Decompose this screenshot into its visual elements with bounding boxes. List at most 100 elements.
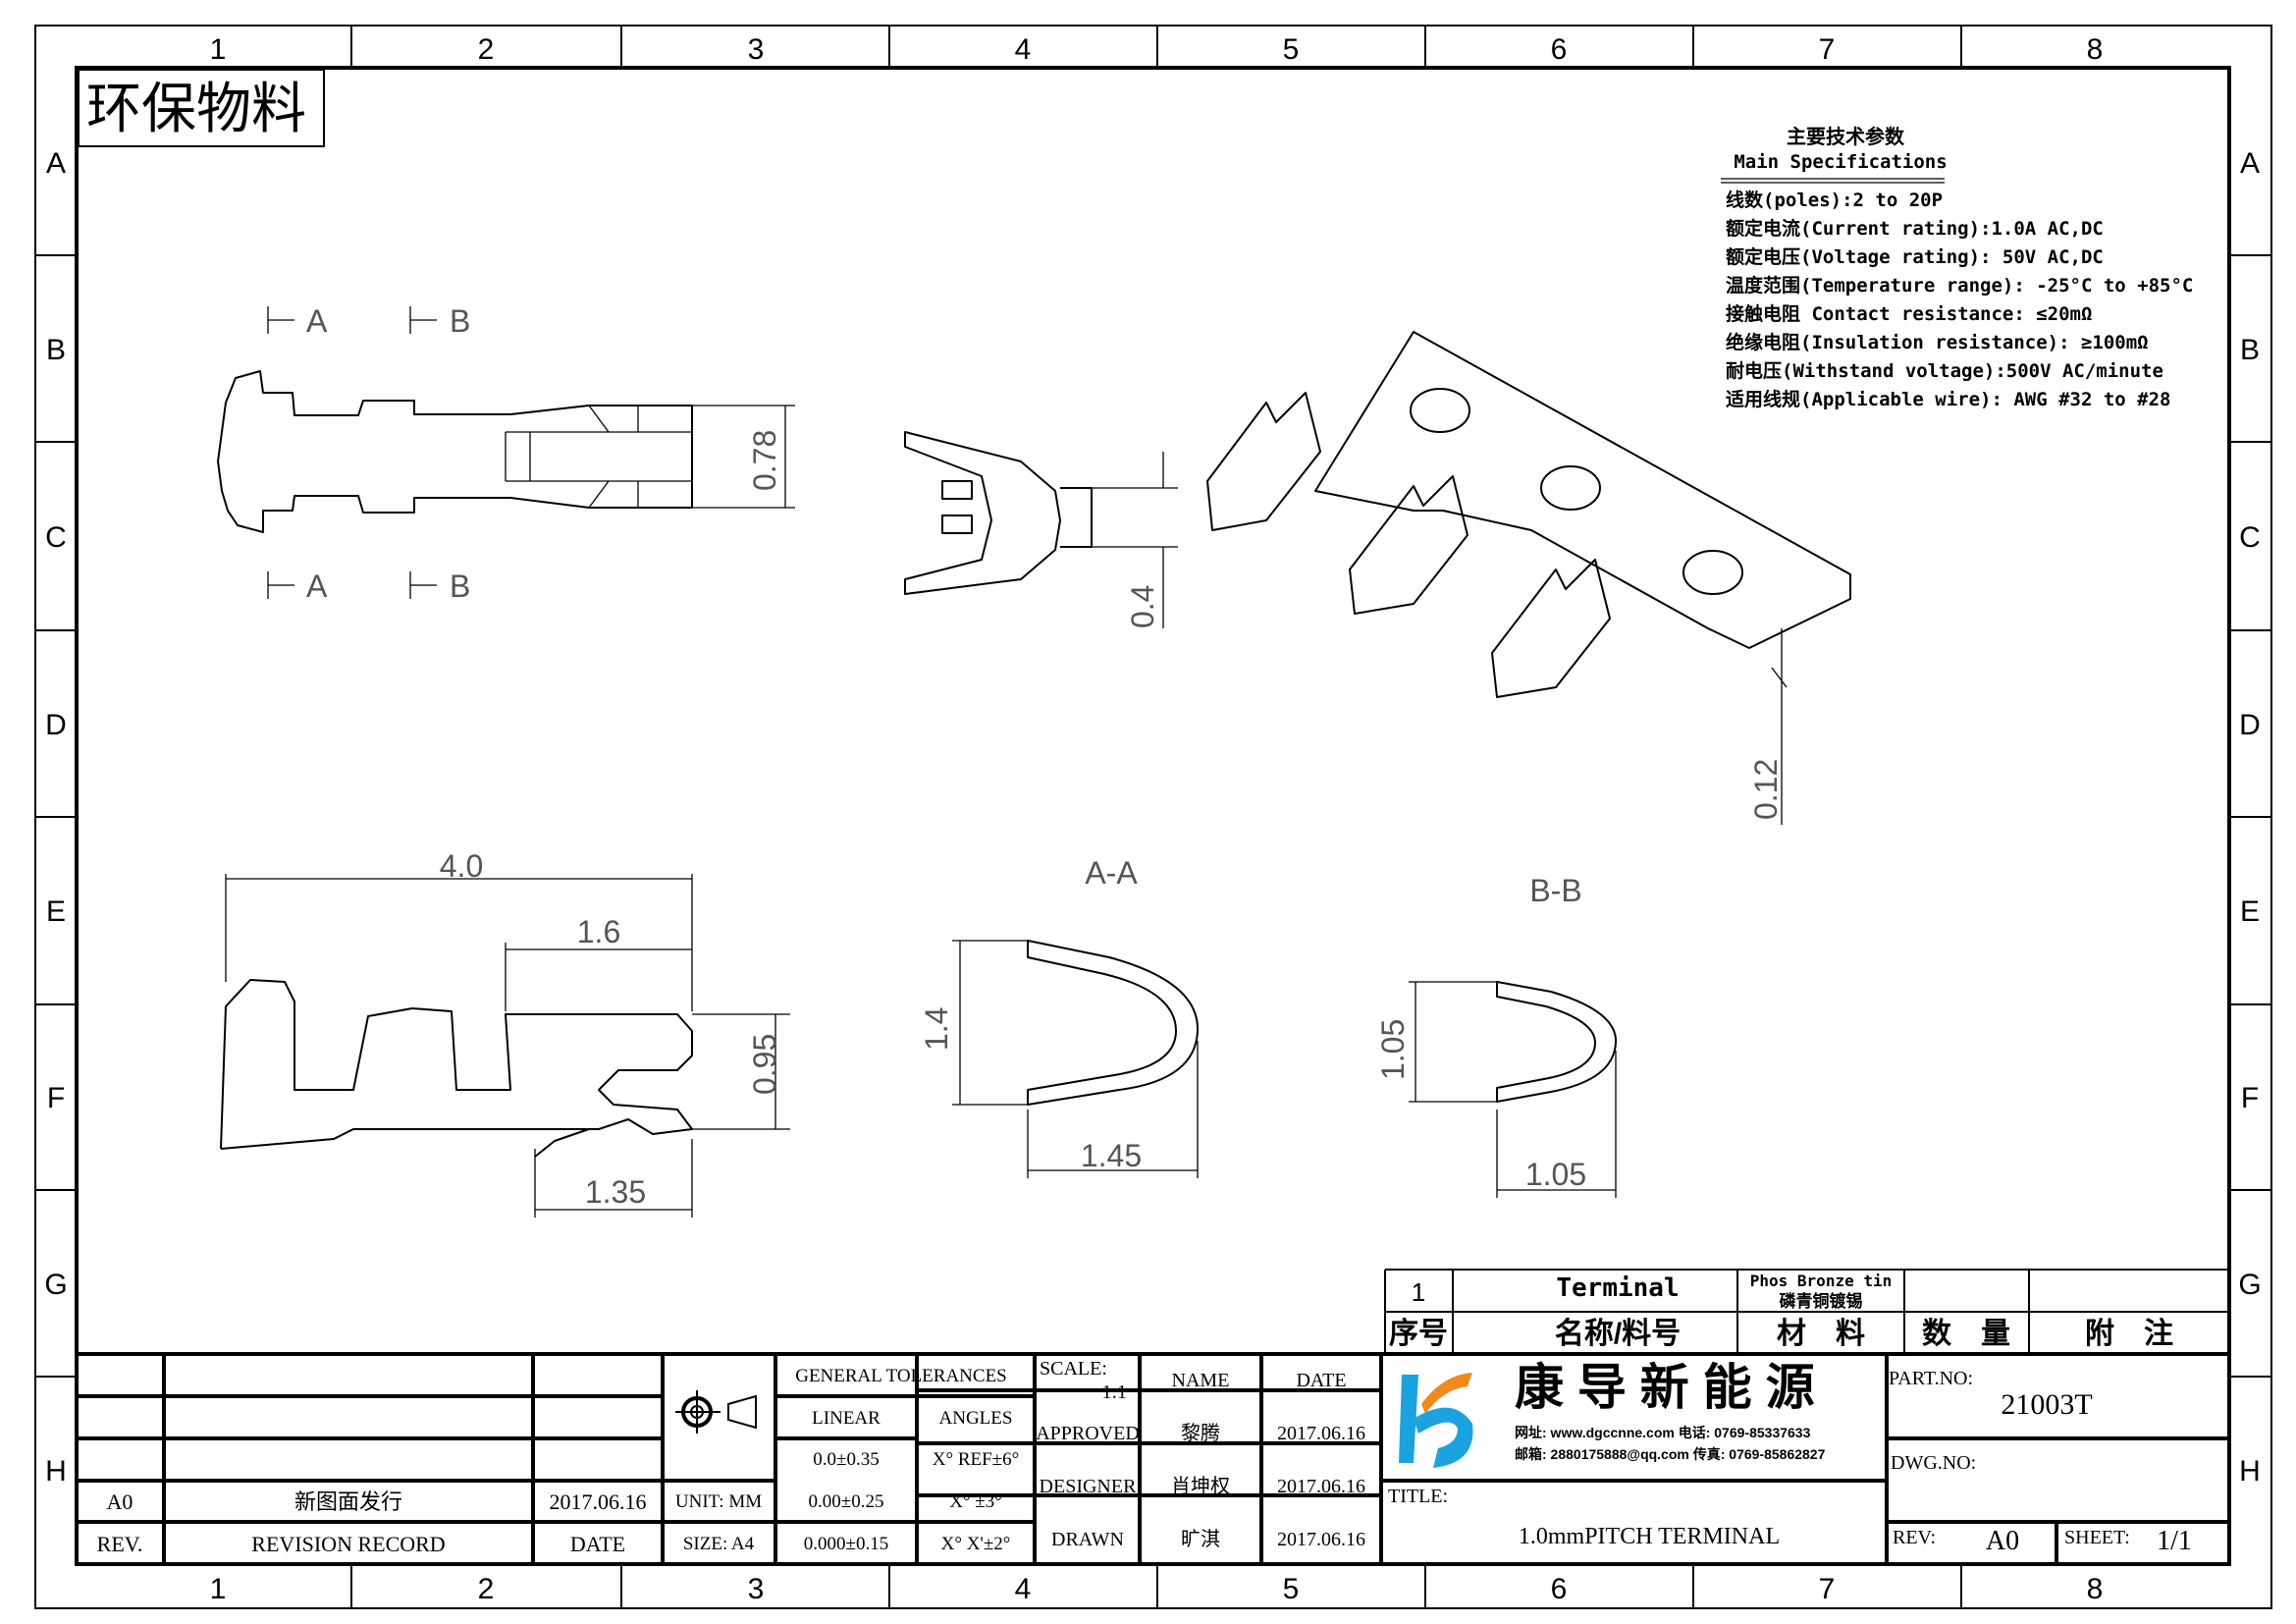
eco-label-box: [78, 69, 325, 147]
bom-material-cn: 磷青铜镀锡: [1780, 1291, 1863, 1312]
col-label: 5: [1283, 1573, 1300, 1605]
company-logo-block: 康 导 新 能 源 网址: www.dgccnne.com 电话: 0769-8…: [1399, 1360, 1826, 1468]
bom-header-no: 序号: [1389, 1317, 1448, 1350]
isometric-carrier-strip: 0.12: [1206, 331, 1851, 825]
sheet-label: SHEET:: [2064, 1527, 2130, 1548]
dim-0.4: 0.4: [1125, 585, 1160, 628]
title-block-grid: [77, 1352, 2229, 1564]
designer-date: 2017.06.16: [1277, 1476, 1365, 1497]
spec-line: 耐电压(Withstand voltage):500V AC/minute: [1726, 359, 2163, 382]
tolerance-linear: 0.0±0.35: [813, 1449, 879, 1470]
rev-header: REV.: [97, 1532, 143, 1556]
approved-label: APPROVED: [1036, 1423, 1140, 1444]
general-tolerances: GENERAL TOLERANCES LINEAR ANGLES 0.0±0.3…: [675, 1366, 1019, 1554]
section-a-marker: A: [306, 568, 328, 604]
rev-record: 新图面发行: [294, 1489, 402, 1514]
row-label: F: [47, 1082, 65, 1114]
dim-1.4: 1.4: [919, 1007, 954, 1051]
col-label: 1: [210, 33, 227, 66]
spec-line: 绝缘电阻(Insulation resistance): ≥100mΩ: [1726, 331, 2149, 353]
bom-material-en: Phos Bronze tin: [1750, 1272, 1893, 1290]
rev-label: REV:: [1893, 1527, 1936, 1548]
row-label: D: [2239, 709, 2261, 741]
size: SIZE: A4: [683, 1534, 755, 1554]
dim-1.35: 1.35: [585, 1174, 646, 1210]
approved-date: 2017.06.16: [1277, 1423, 1365, 1444]
company-contact-2: 邮箱: 2880175888@qq.com 传真: 0769-85862827: [1515, 1446, 1826, 1462]
col-label: 6: [1551, 1573, 1568, 1605]
col-label: 2: [478, 1573, 495, 1605]
dim-1.45: 1.45: [1081, 1138, 1142, 1173]
tolerances-angles-header: ANGLES: [939, 1408, 1013, 1429]
bom-header-material: 材 料: [1777, 1318, 1865, 1350]
part-no: 21003T: [2001, 1388, 2092, 1421]
spec-line: 线数(poles):2 to 20P: [1726, 189, 1943, 211]
spec-line: 温度范围(Temperature range): -25°C to +85°C: [1726, 274, 2193, 297]
col-label: 3: [748, 33, 765, 66]
designer-name: 肖坤权: [1171, 1475, 1230, 1497]
row-label: E: [2240, 895, 2260, 928]
row-label: A: [2240, 147, 2260, 180]
section-b-marker: B: [450, 303, 470, 339]
scale-value: 1:1: [1101, 1381, 1127, 1403]
rev-value: A0: [107, 1489, 133, 1514]
bom-header-note: 附 注: [2085, 1318, 2173, 1350]
dim-4.0: 4.0: [440, 848, 483, 884]
tolerance-angle: X° REF±6°: [933, 1449, 1019, 1470]
side-view: 4.0 1.6 0.95 1.35: [220, 848, 790, 1218]
rev-date: 2017.06.16: [550, 1489, 647, 1514]
section-aa-label: A-A: [1085, 855, 1138, 891]
company-contact-1: 网址: www.dgccnne.com 电话: 0769-85337633: [1515, 1425, 1811, 1440]
row-labels-left: A B C D E F G H: [44, 147, 67, 1488]
drawn-label: DRAWN: [1051, 1529, 1124, 1550]
row-label: B: [2240, 334, 2260, 366]
row-label: C: [2239, 521, 2261, 554]
rev-value: A0: [1986, 1526, 2019, 1556]
dim-0.78: 0.78: [747, 430, 782, 491]
specs-title-cn: 主要技术参数: [1787, 125, 1905, 148]
row-label: B: [46, 334, 66, 366]
col-label: 8: [2087, 33, 2104, 66]
tolerances-title: GENERAL TOLERANCES: [795, 1366, 1007, 1386]
col-label: 5: [1283, 33, 1300, 66]
spec-line: 额定电压(Voltage rating): 50V AC,DC: [1726, 245, 2104, 268]
row-labels-right: A B C D E F G H: [2238, 147, 2261, 1488]
designer-label: DESIGNER: [1040, 1476, 1138, 1497]
revision-record-header: REVISION RECORD: [251, 1532, 445, 1556]
bom-no: 1: [1412, 1277, 1425, 1307]
sheet-value: 1/1: [2157, 1526, 2192, 1556]
spec-line: 接触电阻 Contact resistance: ≤20mΩ: [1726, 302, 2092, 325]
row-label: H: [45, 1455, 67, 1488]
dim-1.05-horizontal: 1.05: [1525, 1157, 1586, 1192]
bom-name: Terminal: [1556, 1273, 1679, 1303]
bom-header-name: 名称/料号: [1555, 1318, 1681, 1350]
row-label: C: [45, 521, 67, 554]
section-b-marker: B: [450, 568, 470, 604]
section-a-a: A-A 1.4 1.45: [919, 855, 1200, 1178]
tolerance-angle: X° X'±2°: [941, 1534, 1011, 1554]
tolerance-linear: 0.00±0.25: [809, 1491, 884, 1512]
col-label: 4: [1015, 1573, 1032, 1605]
specs-title-en: Main Specifications: [1734, 151, 1947, 173]
row-label: A: [46, 147, 66, 180]
tolerance-angle: X° ±3°: [949, 1491, 1002, 1512]
part-no-label: PART.NO:: [1889, 1368, 1973, 1389]
approved-name: 黎腾: [1181, 1422, 1220, 1444]
title-label: TITLE:: [1388, 1486, 1448, 1507]
section-bb-label: B-B: [1529, 873, 1581, 908]
col-label: 7: [1819, 1573, 1836, 1605]
drawn-date: 2017.06.16: [1277, 1529, 1365, 1550]
spec-line: 适用线规(Applicable wire): AWG #32 to #28: [1726, 388, 2171, 410]
company-logo-icon: [1399, 1373, 1473, 1468]
section-a-marker: A: [306, 303, 328, 339]
drawn-name: 旷淇: [1181, 1528, 1220, 1550]
row-label: F: [2241, 1082, 2259, 1114]
row-label: E: [46, 895, 66, 928]
unit: UNIT: MM: [675, 1491, 762, 1512]
row-label: D: [45, 709, 67, 741]
bom-header-qty: 数 量: [1922, 1318, 2010, 1350]
col-label: 3: [748, 1573, 765, 1605]
column-labels-top: 1 2 3 4 5 6 7 8: [210, 33, 2104, 66]
col-label: 8: [2087, 1573, 2104, 1605]
